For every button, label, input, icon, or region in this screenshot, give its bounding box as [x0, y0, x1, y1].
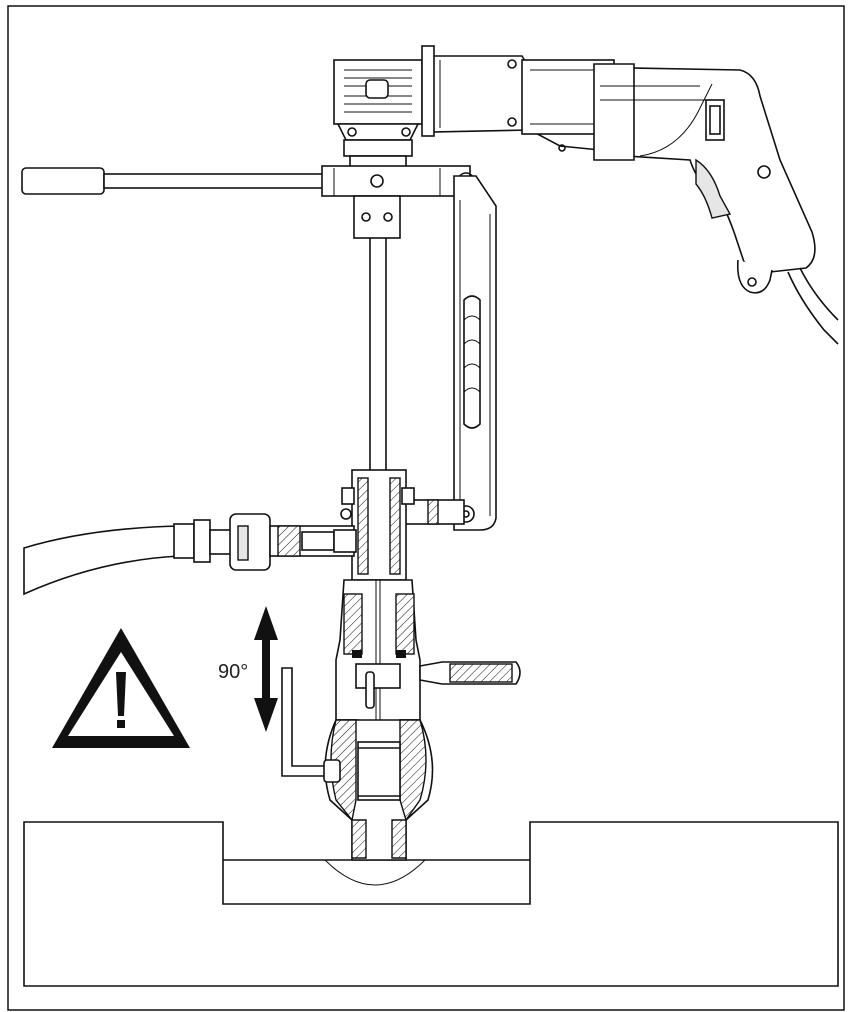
up-down-arrow-icon	[254, 606, 278, 732]
valve-handle	[419, 661, 521, 685]
figure-border	[7, 5, 845, 1011]
warning-triangle-icon	[52, 628, 190, 748]
ball-valve	[324, 719, 434, 861]
lever-handle	[21, 165, 475, 197]
pipe-block	[23, 821, 839, 987]
power-drill-icon	[429, 55, 839, 345]
upper-housing	[340, 469, 415, 581]
tapping-body	[335, 579, 421, 741]
hex-key	[281, 667, 341, 783]
gearbox	[333, 45, 435, 169]
water-hose	[23, 513, 357, 596]
shaft-coupling	[353, 195, 401, 239]
support-arm	[453, 175, 497, 531]
boring-shaft	[369, 238, 387, 480]
angle-label: 90°	[218, 661, 248, 683]
